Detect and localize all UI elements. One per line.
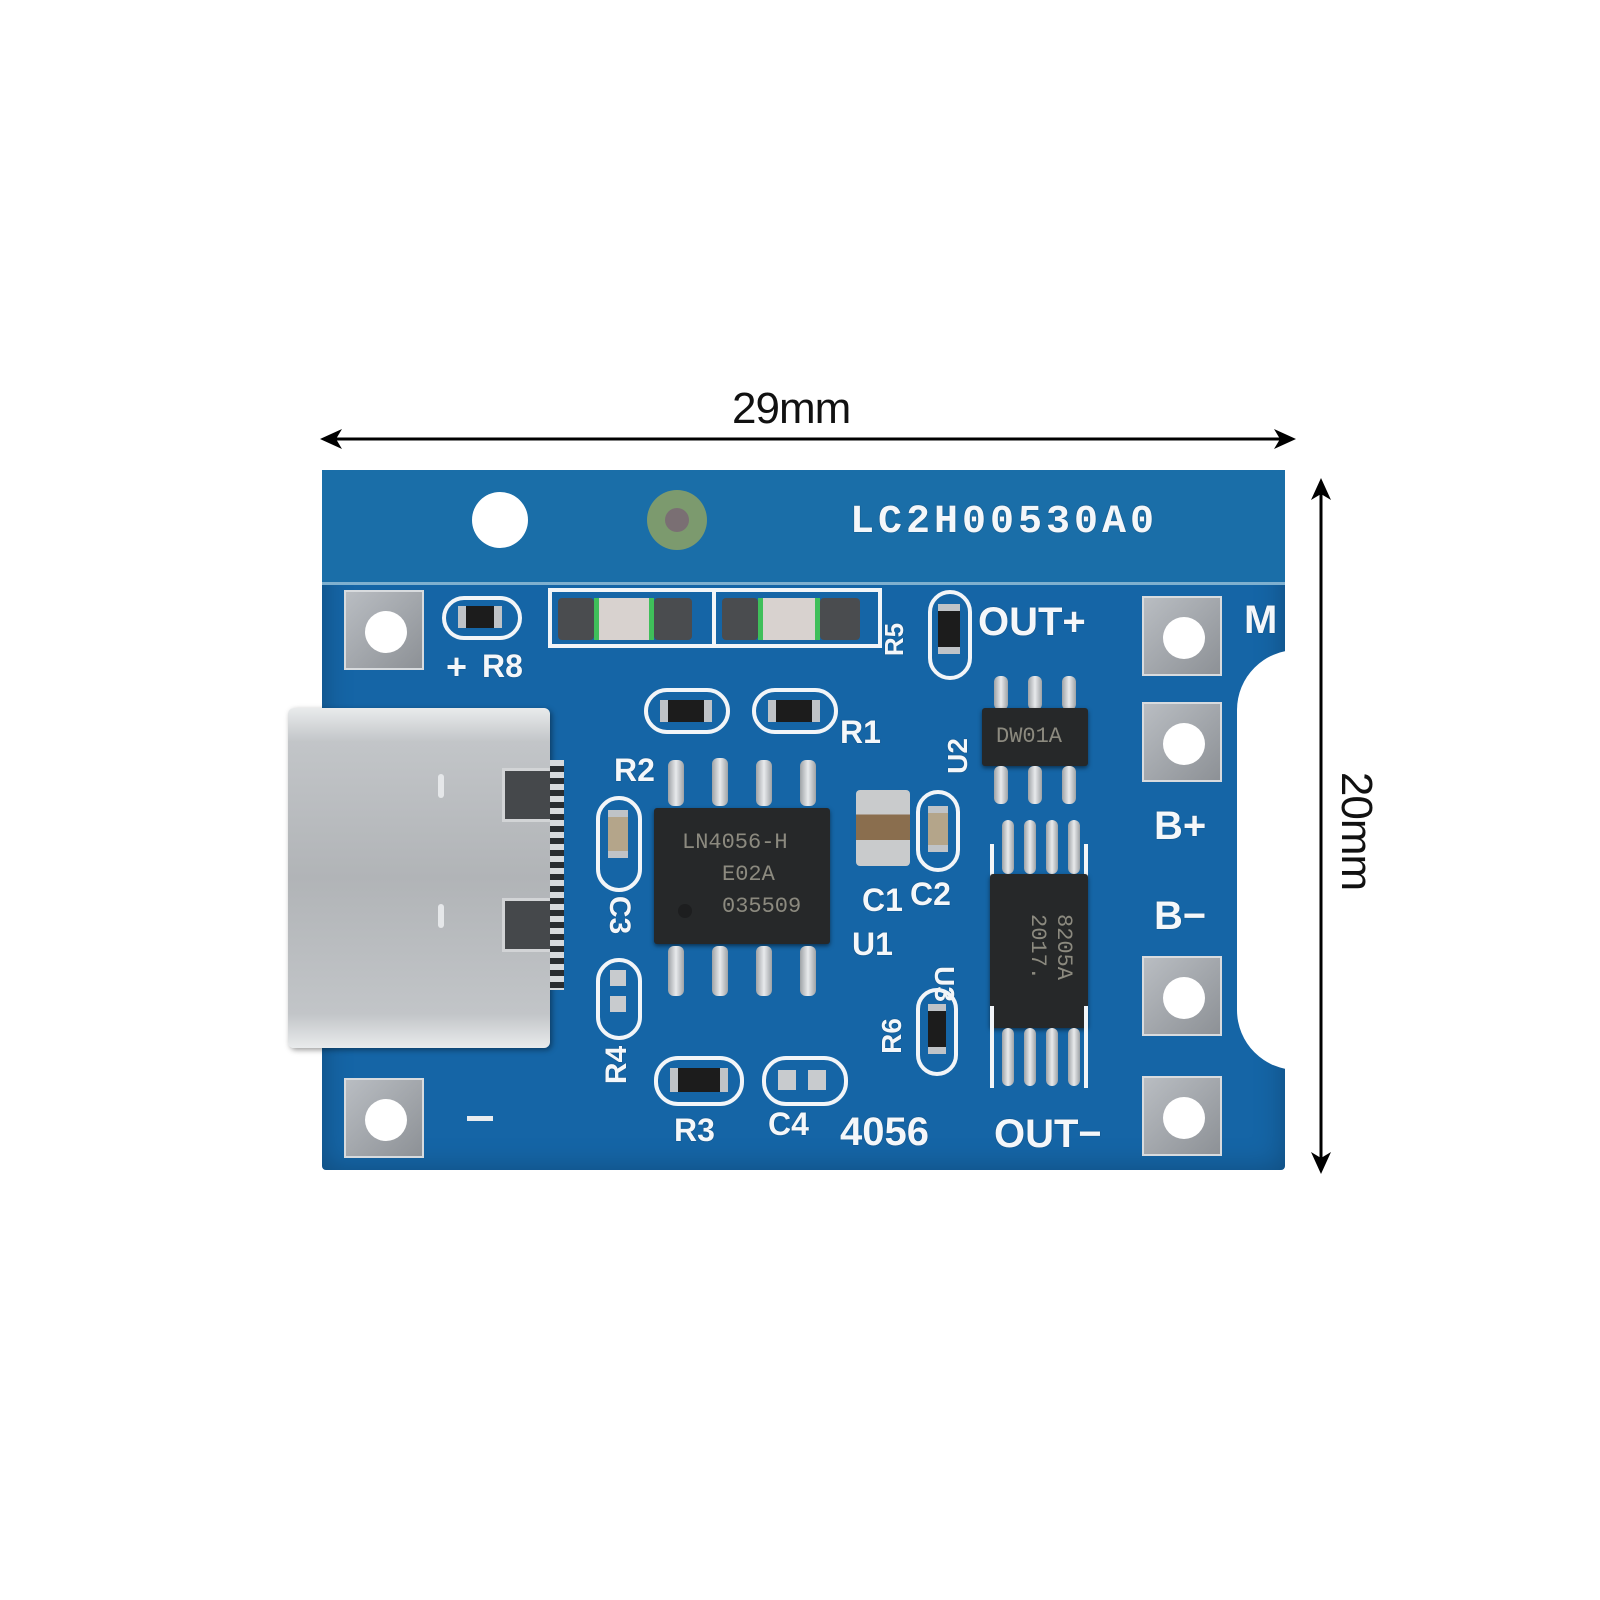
- c3-capacitor: [608, 810, 628, 858]
- label-plus: +: [446, 646, 468, 687]
- label-c3: C3: [603, 895, 637, 935]
- pad-b-plus[interactable]: [1142, 702, 1222, 782]
- r3-outline: [654, 1056, 744, 1106]
- label-b-minus: B−: [1154, 894, 1207, 938]
- label-c2: C2: [910, 876, 951, 912]
- u1-line2: E02A: [722, 862, 775, 887]
- label-r6: R6: [875, 1018, 907, 1054]
- part-number: LC2H00530A0: [850, 500, 1159, 545]
- label-r4: R4: [600, 1045, 634, 1085]
- pad-plus[interactable]: [344, 590, 424, 670]
- u1-charger-ic: LN4056-H E02A 035509: [654, 808, 830, 944]
- r5-resistor: [938, 604, 960, 654]
- c4-pads: [778, 1070, 826, 1090]
- label-out-plus: OUT+: [978, 600, 1086, 644]
- pad-m[interactable]: [1142, 596, 1222, 676]
- u1-line3: 035509: [722, 894, 802, 919]
- r5-outline: [928, 590, 972, 680]
- u1-line1: LN4056-H: [682, 830, 788, 855]
- u2-line1: DW01A: [996, 724, 1063, 749]
- test-via: [647, 490, 707, 550]
- label-r2: R2: [614, 752, 655, 788]
- usb-c-port[interactable]: [288, 708, 556, 1048]
- led1-pad-right: [654, 598, 692, 640]
- r6-outline: [916, 988, 958, 1076]
- height-dimension-arrow: [1311, 478, 1331, 1174]
- label-c1: C1: [862, 882, 903, 918]
- label-r1: R1: [840, 714, 881, 750]
- r6-resistor: [928, 1004, 946, 1054]
- pad-minus[interactable]: [344, 1078, 424, 1158]
- label-m: M: [1244, 598, 1278, 642]
- board-notch: [1237, 650, 1297, 1070]
- label-r5: R5: [879, 622, 910, 657]
- u3-mosfet-ic: 8205A 2017.: [990, 874, 1088, 1028]
- r8-outline: [442, 596, 522, 640]
- r2-outline: [644, 688, 730, 734]
- pad-out-minus[interactable]: [1142, 1076, 1222, 1156]
- r4-outline: [596, 958, 642, 1040]
- c2-capacitor: [928, 806, 948, 852]
- c2-outline: [916, 790, 960, 872]
- label-c4: C4: [768, 1106, 809, 1142]
- u3-line1: 8205A: [1051, 914, 1076, 981]
- led1-pad-left: [558, 598, 594, 640]
- label-r8: R8: [482, 648, 523, 684]
- r1-outline: [752, 688, 838, 734]
- r2-resistor: [660, 700, 712, 722]
- width-dimension-arrow: [320, 429, 1296, 449]
- pcb-board: LC2H00530A0 M B+ B− OUT+ OUT− 4056 + R8 …: [288, 470, 1297, 1170]
- minus-marking: [467, 1116, 493, 1121]
- label-b-plus: B+: [1154, 804, 1207, 848]
- r1-resistor: [768, 700, 820, 722]
- c3-outline: [596, 796, 642, 892]
- label-model: 4056: [840, 1110, 929, 1154]
- c1-capacitor: [856, 790, 910, 866]
- r3-resistor: [670, 1068, 728, 1092]
- u1-pin1-dot: [678, 904, 692, 918]
- mounting-hole: [472, 492, 528, 548]
- usb-pins: [550, 760, 564, 990]
- r8-resistor: [458, 606, 502, 628]
- width-dimension-label: 29mm: [732, 384, 851, 433]
- led-full: [758, 598, 820, 640]
- u3-line2: 2017.: [1025, 914, 1050, 981]
- label-u2: U2: [941, 738, 973, 774]
- led-charging: [594, 598, 654, 640]
- label-u1: U1: [852, 926, 893, 962]
- pad-b-minus[interactable]: [1142, 956, 1222, 1036]
- label-out-minus: OUT−: [994, 1112, 1102, 1156]
- u2-protection-ic: DW01A: [982, 708, 1088, 766]
- r4-pads: [610, 970, 626, 1018]
- height-dimension-label: 20mm: [1332, 771, 1381, 891]
- label-r3: R3: [674, 1112, 715, 1148]
- c4-outline: [762, 1056, 848, 1106]
- led2-pad-left: [722, 598, 758, 640]
- led2-pad-right: [820, 598, 860, 640]
